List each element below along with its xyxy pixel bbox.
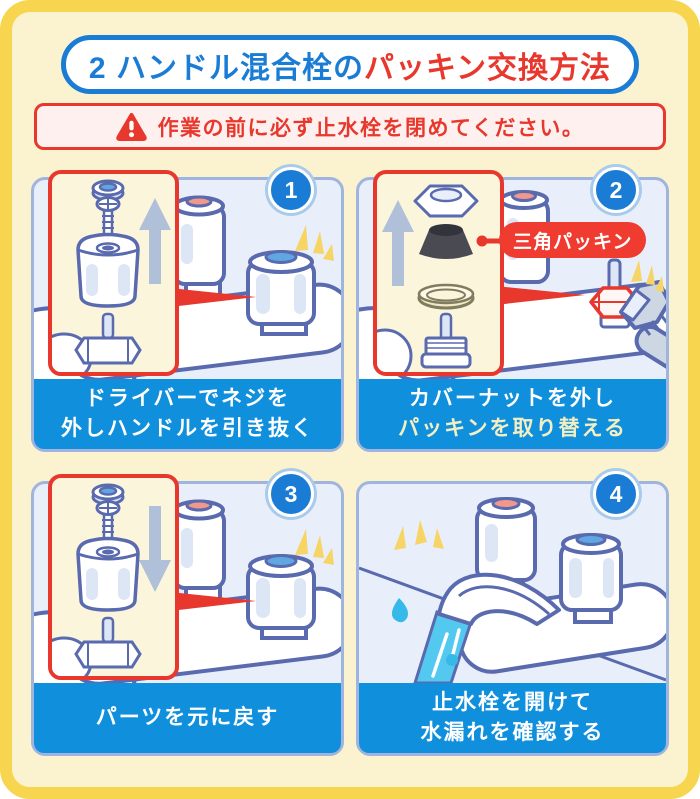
zoom-callout [48, 170, 179, 376]
faucet-left-handle [172, 195, 226, 298]
zoom-callout [373, 170, 504, 376]
step-caption: パーツを元に戻す [34, 683, 341, 753]
step-number: 3 [284, 480, 298, 507]
washer-ring-part [417, 283, 475, 310]
label-connector [476, 235, 500, 247]
page-title: 2 ハンドル混合栓のパッキン交換方法 [61, 35, 639, 94]
handle-body-part [76, 232, 140, 308]
screw-part [95, 196, 121, 242]
triangle-packing-label: 三角パッキン [499, 222, 647, 258]
spindle-part [377, 312, 472, 372]
step-caption: カバーナットを外し パッキンを取り替える [359, 379, 666, 449]
zoom-callout [48, 474, 179, 680]
step-1-canvas [34, 180, 341, 379]
faucet-right-handle [246, 250, 316, 336]
arrow-down-icon [139, 506, 171, 592]
handle-body-part [76, 536, 140, 612]
pointer-wedge-icon [495, 286, 585, 305]
step-4-canvas [359, 484, 666, 683]
step-number: 4 [609, 480, 623, 507]
step-number-badge: 1 [268, 167, 314, 213]
step-panel-1: 1 ドライバーでネジを 外しハンドルを引き抜く [31, 167, 344, 452]
droplet-icon [391, 598, 408, 623]
caption-line-1: パーツを元に戻す [95, 706, 280, 730]
step-number-badge: 2 [593, 167, 639, 213]
step-panel-4: 4 止水栓を開けて 水漏れを確認する [356, 471, 669, 756]
caption-line-1: カバーナットを外し [409, 387, 616, 411]
caption-line-2: 水漏れを確認する [420, 721, 605, 744]
arrow-up-icon [382, 200, 414, 286]
screw-part [95, 500, 121, 546]
handle-cap-part [91, 179, 125, 202]
triangle-packing-part [419, 224, 473, 259]
pointer-wedge-icon [170, 592, 256, 611]
emphasis-marks-icon [631, 260, 664, 292]
exploded-handle-up-diagram [52, 179, 171, 372]
faucet-spout [437, 572, 561, 626]
faucet-illustration [34, 195, 341, 379]
faucet-right-handle [559, 533, 623, 624]
step-panel-2: 三角パッキン 2 カバーナットを外し パッキンを取り替える [356, 167, 669, 452]
exploded-handle-down-diagram [52, 483, 171, 676]
step-caption: ドライバーでネジを 外しハンドルを引き抜く [34, 379, 341, 449]
spindle-part [52, 616, 142, 676]
droplet-icon [446, 654, 458, 666]
emphasis-marks-icon [295, 225, 334, 261]
step-number: 2 [609, 176, 623, 203]
warning-text: 作業の前に必ず止水栓を閉めてください。 [157, 116, 585, 140]
emphasis-marks-icon [394, 520, 444, 550]
faucet-left-handle [172, 499, 226, 602]
wrench-icon [619, 280, 666, 379]
caption-line-2: 外しハンドルを引き抜く [61, 417, 314, 440]
running-water-faucet [359, 497, 666, 683]
step-panel-3: 3 パーツを元に戻す [31, 471, 344, 756]
spindle-part [52, 312, 142, 372]
warning-banner: 作業の前に必ず止水栓を閉めてください。 [34, 103, 666, 150]
exploded-packing-diagram [377, 184, 500, 372]
pointer-wedge-icon [170, 288, 256, 307]
title-blue-text: 2 ハンドル混合栓の [88, 51, 364, 85]
caption-line-1: 止水栓を開けて [432, 691, 593, 715]
step-number-badge: 4 [593, 471, 639, 517]
step-number: 1 [284, 176, 298, 203]
step-number-badge: 3 [268, 471, 314, 517]
caption-line-2: パッキンを取り替える [398, 417, 627, 440]
cover-nut-part [413, 184, 479, 218]
alert-triangle-icon [115, 112, 147, 141]
caption-line-1: ドライバーでネジを [84, 387, 291, 411]
steps-grid: 1 ドライバーでネジを 外しハンドルを引き抜く [31, 167, 669, 756]
faucet-right-handle [246, 554, 316, 640]
title-red-text: パッキン交換方法 [363, 51, 612, 85]
arrow-up-icon [139, 198, 171, 284]
handle-cap-part [91, 483, 125, 506]
step-caption: 止水栓を開けて 水漏れを確認する [359, 683, 666, 753]
emphasis-marks-icon [295, 529, 334, 565]
